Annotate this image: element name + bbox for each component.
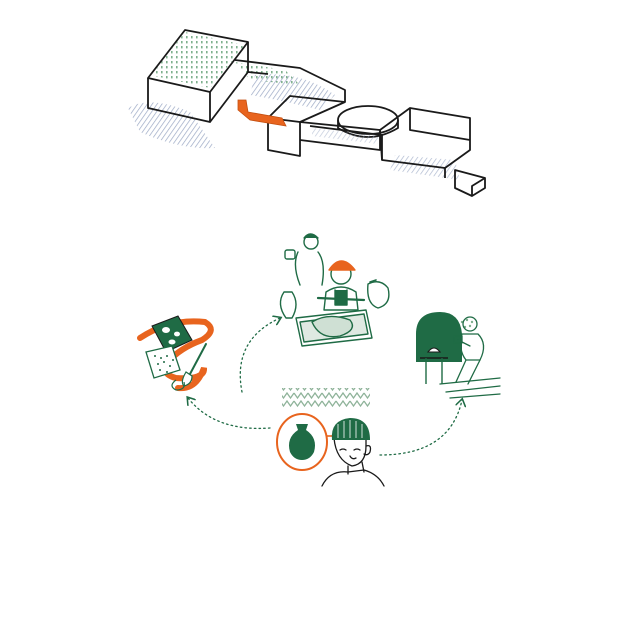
roof-green-left — [150, 32, 245, 88]
shadow-left — [128, 102, 215, 149]
vase-highlight-circle — [276, 413, 328, 471]
knit-pattern-strip — [282, 388, 370, 408]
vase-icon — [289, 424, 315, 460]
arrow-tools-to-workshop — [239, 318, 280, 393]
building-orange-highlight — [237, 99, 287, 127]
building-axonometric — [128, 29, 486, 197]
clay-rolling-icon — [279, 233, 390, 347]
shadow-middle — [250, 74, 335, 110]
glaze-tools-icon — [137, 315, 214, 392]
arrow-visitor-to-tools — [188, 398, 271, 430]
visitor-vase-icon — [276, 413, 385, 487]
tea-reading-icon — [416, 312, 501, 399]
arrow-visitor-to-terrace — [379, 400, 462, 456]
beanie-icon — [331, 418, 370, 440]
shadow-right — [390, 155, 460, 180]
flow-arrows — [188, 318, 462, 456]
